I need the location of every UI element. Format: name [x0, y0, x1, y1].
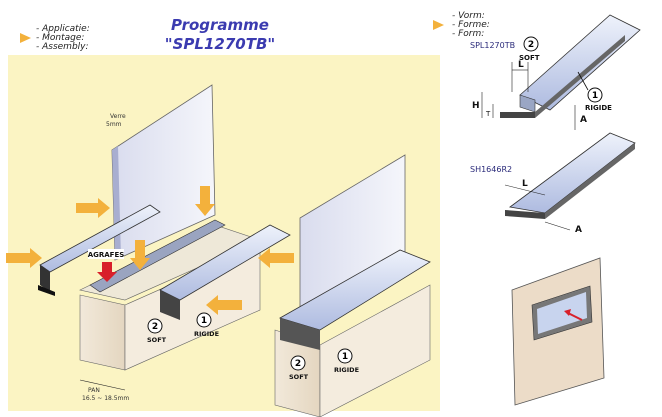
callout-1-icon	[587, 87, 603, 103]
callout-number-rigide: 1	[201, 316, 207, 326]
assembled-profile-end	[280, 318, 320, 350]
window-glass	[537, 292, 587, 334]
dim-h: H	[472, 101, 480, 111]
clips-indicator: AGRAFES	[88, 249, 125, 282]
red-arrow	[567, 312, 583, 321]
callout-label-soft: SOFT	[147, 336, 167, 344]
red-arrow-head	[564, 309, 571, 316]
dim-a: A	[575, 225, 582, 235]
title-line-2: "SPL1270TB"	[165, 35, 275, 53]
callout-label-rigide: RIGIDE	[334, 366, 359, 374]
profile-body	[509, 132, 636, 214]
legend-line-form: - Form:	[452, 29, 484, 39]
page-title: Programme "SPL1270TB"	[165, 16, 275, 53]
profile-code-spl1270tb: SPL1270TB	[470, 41, 515, 50]
left-legend: - Applicatie: - Montage: - Assembly:	[20, 24, 90, 52]
glass-label: Verre	[110, 113, 126, 120]
board-panel: PAN 16.5 ~ 18.5mm	[79, 224, 261, 402]
legend-line-montage: - Montage:	[36, 33, 84, 43]
dim-t: T	[485, 110, 491, 118]
legend-line-assembly: - Assembly:	[36, 42, 89, 52]
legend-line-forme: - Forme:	[452, 20, 490, 30]
glass-thickness: 5mm	[106, 121, 122, 128]
callout-1-icon	[196, 312, 212, 328]
wall-window-illustration	[511, 257, 605, 406]
profile-sh1646r2: SH1646R2 L A	[470, 132, 636, 235]
profile-base-side	[545, 143, 635, 219]
arrow-icon	[76, 198, 110, 218]
assembled-view: 2 SOFT 1 RIGIDE	[274, 154, 431, 417]
profile-spl1270tb: SPL1270TB H T L A 2 SOFT 1 RIGIDE	[470, 14, 641, 130]
left-profile	[38, 204, 161, 296]
pan-label: PAN	[88, 387, 100, 394]
clips-label: AGRAFES	[88, 251, 125, 259]
profile-base-side	[535, 35, 625, 118]
profile-body	[519, 14, 641, 111]
assembled-board-front	[319, 284, 431, 417]
arrow-icon	[206, 295, 242, 315]
profile-base	[500, 112, 535, 118]
dim-l: L	[522, 179, 528, 189]
base-profile	[89, 219, 226, 293]
pan-range: 16.5 ~ 18.5mm	[82, 395, 129, 402]
profile-code-sh1646r2: SH1646R2	[470, 165, 512, 174]
legend-pointer-icon	[20, 33, 31, 43]
callout-2-icon	[147, 318, 163, 334]
callout-number-soft: 2	[152, 322, 158, 332]
legend-line-vorm: - Vorm:	[452, 11, 485, 21]
right-legend: - Vorm: - Forme: - Form:	[433, 11, 490, 39]
arrow-icon	[6, 248, 42, 268]
arrow-icon	[258, 248, 294, 268]
callout-number-soft: 2	[528, 40, 534, 50]
callout-number-rigide: 1	[592, 91, 598, 101]
title-line-1: Programme	[171, 16, 269, 34]
arrow-icon	[195, 186, 215, 216]
right-profile: 2 SOFT 1 RIGIDE	[147, 224, 291, 344]
assembly-arrows	[6, 186, 294, 315]
legend-line-applicatie: - Applicatie:	[36, 24, 90, 34]
profile-base	[505, 210, 545, 219]
legend-pointer-icon	[433, 20, 444, 30]
callout-1-icon	[337, 348, 353, 364]
arrow-icon	[130, 240, 150, 270]
callout-label-rigide: RIGIDE	[194, 330, 219, 338]
dim-l: L	[518, 60, 524, 70]
callout-2-icon	[290, 355, 306, 371]
callout-label-soft: SOFT	[289, 373, 309, 381]
callout-number-soft: 2	[295, 359, 301, 369]
callout-label-rigide: RIGIDE	[585, 104, 612, 112]
callout-number-rigide: 1	[342, 352, 348, 362]
callout-2-icon	[523, 36, 539, 52]
callout-label-soft: SOFT	[519, 54, 540, 62]
red-down-arrow	[97, 262, 117, 282]
dim-a: A	[580, 115, 587, 125]
